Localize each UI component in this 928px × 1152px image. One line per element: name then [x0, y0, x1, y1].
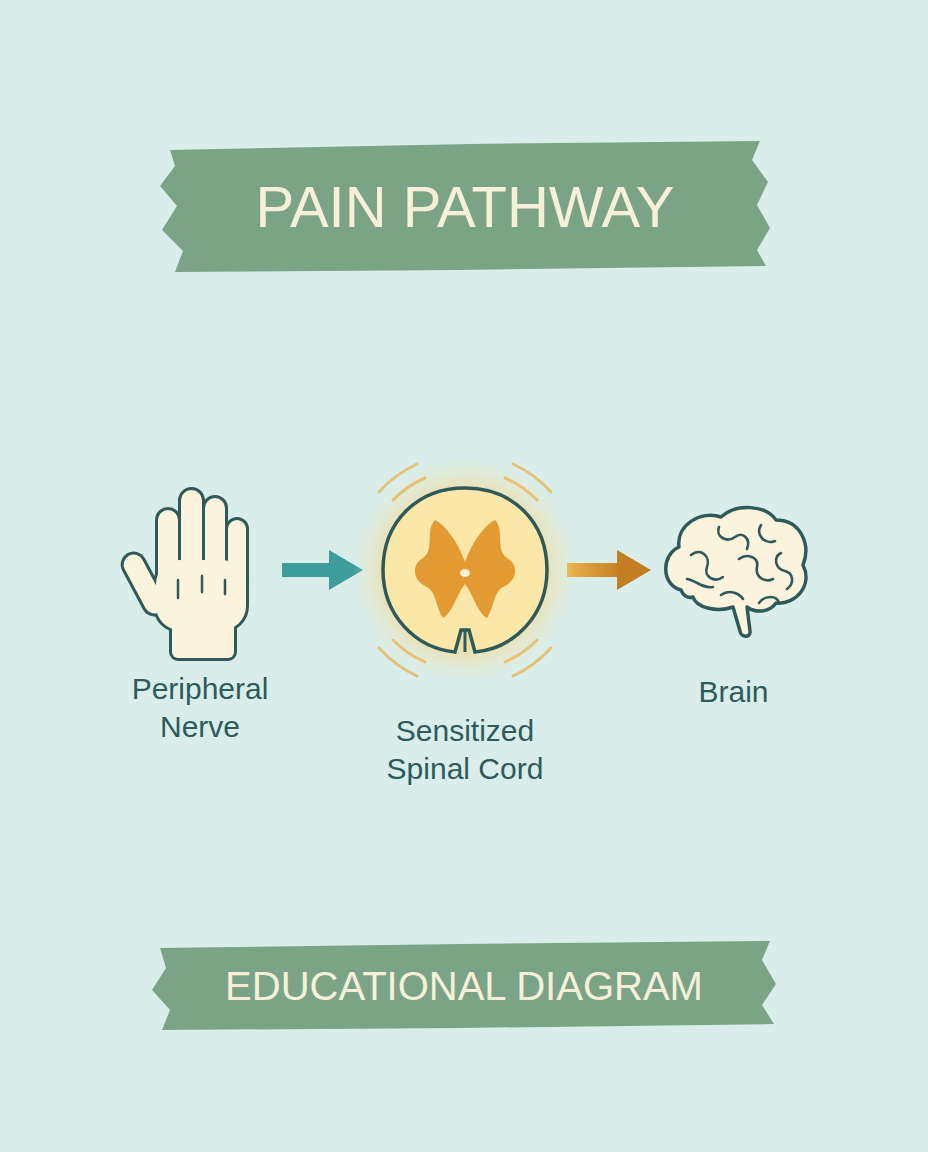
pathway-node: Brain	[651, 495, 816, 711]
pathway-node: Peripheral Nerve	[118, 480, 282, 746]
hand-icon	[120, 480, 280, 660]
diagram-caption: EDUCATIONAL DIAGRAM	[152, 962, 776, 1010]
node-label: Peripheral Nerve	[118, 670, 282, 746]
spinal-cord-icon	[365, 470, 565, 670]
pathway-arrow	[282, 550, 363, 590]
caption-banner	[152, 941, 776, 1030]
node-label: Brain	[651, 673, 816, 711]
node-label: Sensitized Spinal Cord	[363, 712, 567, 788]
pathway-node: Sensitized Spinal Cord	[363, 470, 567, 788]
brain-icon	[651, 495, 816, 645]
title-banner	[160, 141, 770, 272]
diagram-title: PAIN PATHWAY	[160, 172, 770, 242]
pathway-arrow	[567, 550, 651, 590]
